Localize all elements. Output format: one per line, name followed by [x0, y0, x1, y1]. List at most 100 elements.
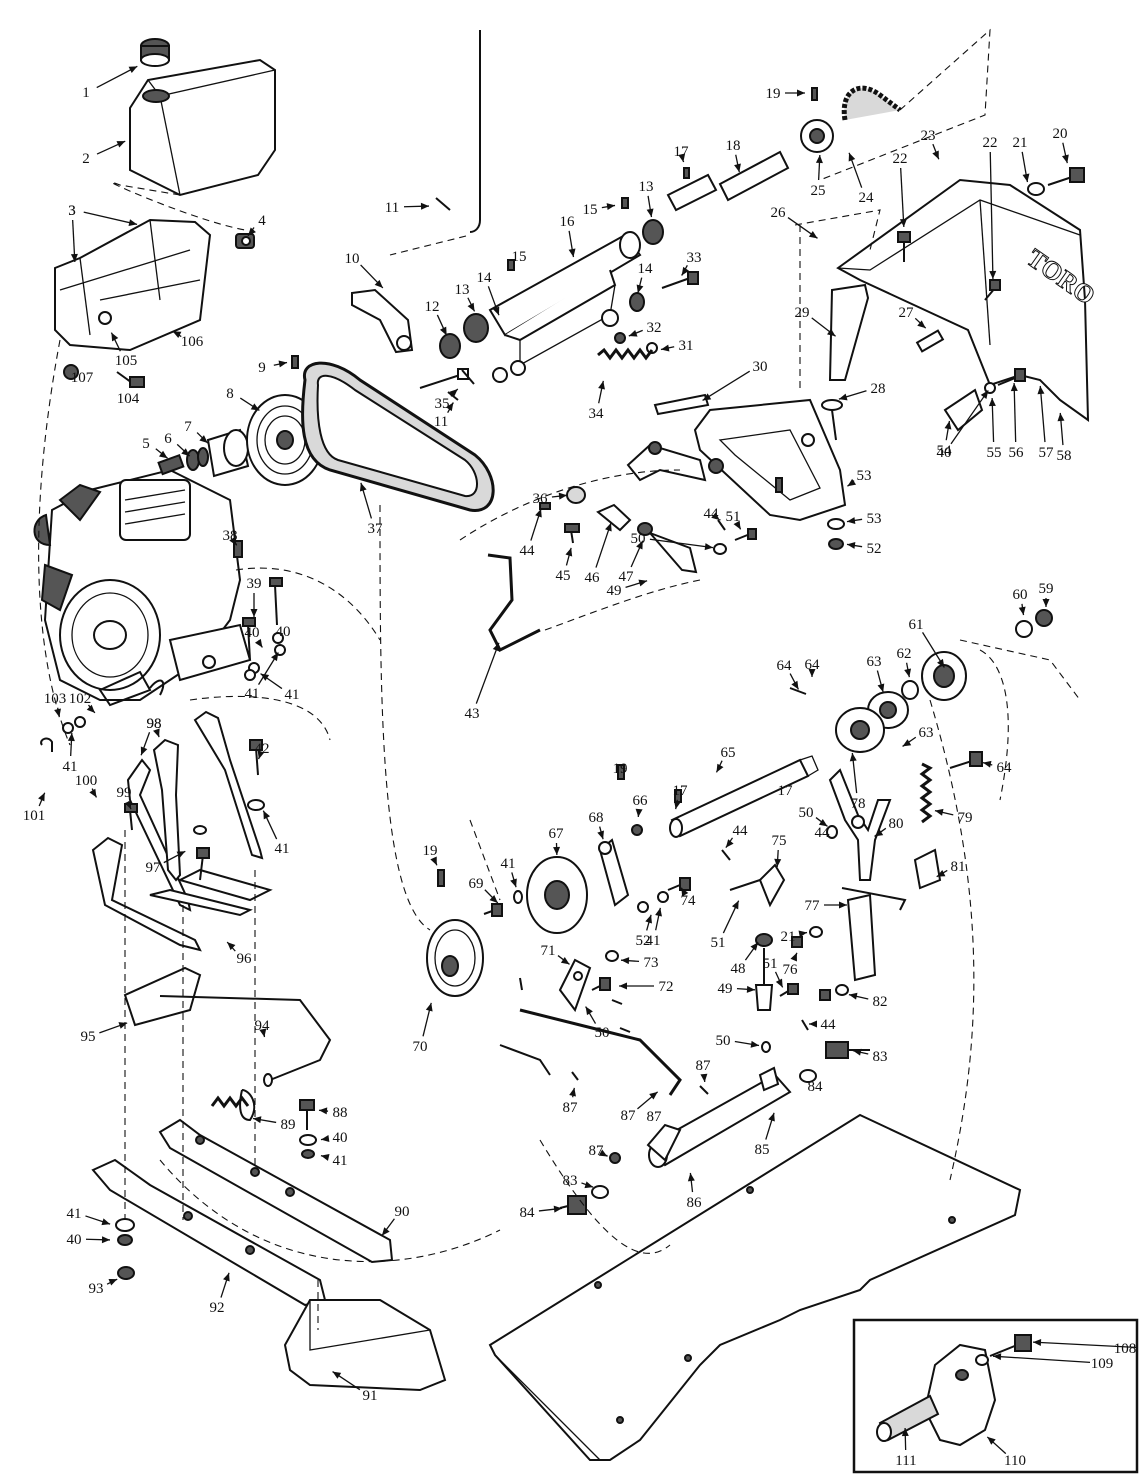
callout-arrowhead-49 — [638, 579, 648, 587]
bearing-12 — [439, 333, 461, 359]
callout-arrowhead-51 — [733, 520, 741, 530]
callout-arrowhead-15 — [606, 203, 616, 211]
callout-arrowhead-41 — [101, 1218, 111, 1226]
part-callout-44: 44 — [704, 506, 720, 522]
part-callout-41: 41 — [333, 1153, 348, 1169]
callout-arrowhead-22 — [989, 270, 997, 280]
callout-arrowhead-37 — [359, 482, 367, 492]
part-callout-83: 83 — [873, 1049, 888, 1065]
part-callout-31: 31 — [679, 338, 694, 354]
callout-arrowhead-50 — [704, 543, 714, 551]
idler-bracket — [693, 398, 847, 522]
callout-arrowhead-44 — [725, 839, 734, 848]
callout-arrowhead-68 — [597, 830, 604, 840]
callout-arrowhead-41 — [263, 810, 271, 820]
callout-leader-22 — [900, 167, 905, 228]
callout-arrowhead-110 — [987, 1436, 996, 1445]
callout-arrowhead-40 — [254, 638, 263, 648]
pin-27 — [915, 329, 945, 353]
callout-arrowhead-102 — [86, 704, 95, 713]
part-callout-74: 74 — [681, 893, 697, 909]
chain-leader — [819, 28, 991, 181]
plate-81 — [913, 848, 942, 890]
part-callout-3: 3 — [68, 203, 76, 219]
bolt-64 — [789, 687, 983, 769]
callout-arrowhead-35 — [449, 388, 458, 397]
part-callout-56: 56 — [1009, 445, 1025, 461]
part-callout-93: 93 — [89, 1281, 104, 1297]
part-callout-94: 94 — [255, 1018, 271, 1034]
callout-arrowhead-111 — [901, 1427, 909, 1437]
part-callout-33: 33 — [687, 250, 702, 266]
part-callout-92: 92 — [210, 1300, 225, 1316]
part-callout-87: 87 — [563, 1100, 579, 1116]
callout-arrowhead-27 — [917, 320, 926, 329]
part-callout-98: 98 — [147, 716, 162, 732]
callout-arrowhead-56 — [1010, 382, 1018, 392]
part-callout-60: 60 — [1013, 587, 1028, 603]
hub-leader — [959, 639, 1081, 701]
lever-leader — [544, 579, 701, 631]
engine-mount-bolts — [242, 577, 286, 681]
link-71 — [558, 950, 619, 1013]
part-callout-98: 98 — [147, 716, 162, 732]
part-callout-82: 82 — [873, 994, 888, 1010]
callout-leader-22 — [989, 151, 994, 280]
part-callout-35: 35 — [435, 396, 450, 412]
callout-leader-3 — [83, 211, 138, 225]
callout-arrowhead-44 — [535, 508, 542, 518]
callout-arrowhead-55 — [988, 397, 996, 407]
bracket-77 — [841, 887, 907, 982]
callout-arrowhead-66 — [635, 808, 643, 818]
callout-arrowhead-40 — [101, 1236, 111, 1244]
callout-arrowhead-89 — [252, 1116, 262, 1124]
part-callout-47: 47 — [619, 569, 635, 585]
part-callout-53: 53 — [867, 511, 882, 527]
part-callout-87: 87 — [621, 1108, 637, 1124]
brace-29 — [828, 283, 870, 381]
callout-arrowhead-26 — [808, 230, 818, 239]
callout-arrowhead-49 — [746, 985, 756, 993]
part-callout-51: 51 — [711, 935, 726, 951]
part-callout-78: 78 — [851, 796, 866, 812]
part-callout-107: 107 — [71, 370, 94, 386]
callout-arrowhead-98 — [140, 746, 148, 756]
callout-arrowhead-53 — [847, 478, 857, 487]
part-callout-18: 18 — [726, 138, 741, 154]
part-callout-63: 63 — [919, 725, 934, 741]
part-callout-45: 45 — [556, 568, 571, 584]
callout-leader-40 — [950, 390, 989, 445]
callout-arrowhead-1 — [128, 66, 138, 74]
bolt-20-22 — [897, 167, 1085, 301]
part-callout-44: 44 — [815, 825, 831, 841]
part-callout-14: 14 — [638, 261, 654, 277]
part-callout-41: 41 — [67, 1206, 82, 1222]
bearing-13 — [463, 219, 664, 343]
shroud-leader — [794, 209, 881, 390]
callout-arrowhead-73 — [620, 957, 630, 965]
callout-arrowhead-86 — [687, 1172, 695, 1182]
rod-87 — [519, 1008, 682, 1096]
part-callout-8: 8 — [226, 386, 234, 402]
part-callout-100: 100 — [75, 773, 98, 789]
part-callout-39: 39 — [247, 576, 262, 592]
part-callout-44: 44 — [733, 823, 749, 839]
pivot-tube-85 — [646, 1066, 792, 1168]
part-callout-102: 102 — [69, 691, 92, 707]
control-rod — [469, 30, 481, 233]
callout-arrowhead-42 — [257, 750, 265, 760]
part-callout-105: 105 — [115, 353, 138, 369]
bolt-28 — [821, 399, 843, 441]
part-callout-17: 17 — [778, 783, 794, 799]
part-callout-46: 46 — [585, 570, 601, 586]
part-callout-7: 7 — [184, 419, 192, 435]
callout-arrowhead-97 — [176, 851, 186, 858]
part-callout-50: 50 — [799, 805, 814, 821]
callout-arrowhead-50 — [750, 1040, 760, 1048]
part-callout-41: 41 — [646, 933, 661, 949]
washer-31 — [646, 342, 658, 354]
callout-arrowhead-11 — [420, 202, 430, 210]
callout-arrowhead-28 — [838, 393, 848, 401]
callout-leader-30 — [702, 370, 751, 402]
bracket-54 — [943, 368, 1026, 432]
